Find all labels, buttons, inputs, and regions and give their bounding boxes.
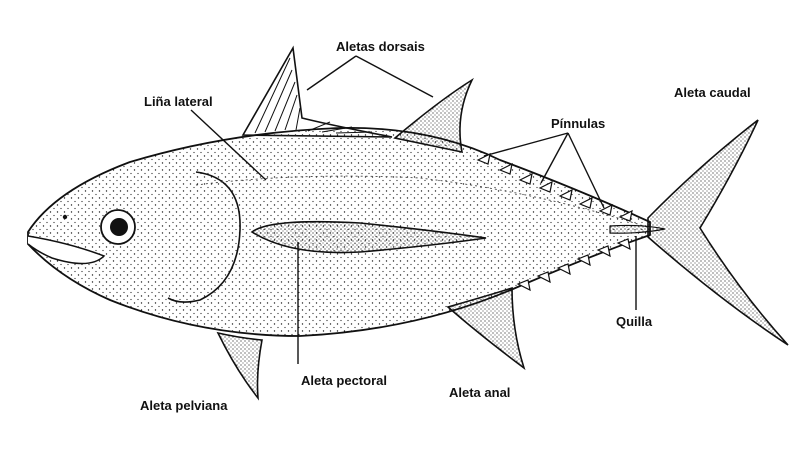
nostril	[62, 214, 68, 220]
first-dorsal-fin	[241, 45, 393, 138]
eye	[100, 209, 136, 245]
ventral-pinnules	[516, 238, 631, 292]
label-dorsal-fins: Aletas dorsais	[336, 39, 425, 54]
mouth	[27, 235, 106, 265]
leader-lines	[190, 55, 637, 364]
pelvic-fin	[216, 331, 263, 401]
pectoral-fin	[250, 220, 487, 254]
gill-cover	[167, 171, 241, 303]
label-pelvic-fin: Aleta pelviana	[140, 398, 228, 413]
label-pectoral-fin: Aleta pectoral	[301, 373, 387, 388]
label-lateral-line: Liña lateral	[144, 94, 213, 109]
label-pinnules: Pínnulas	[551, 116, 606, 131]
dorsal-pinnules	[476, 152, 633, 222]
label-caudal-fin: Aleta caudal	[674, 85, 751, 100]
label-anal-fin: Aleta anal	[449, 385, 511, 400]
caudal-fin	[647, 119, 789, 346]
label-keel: Quilla	[616, 314, 653, 329]
keel	[609, 224, 666, 234]
